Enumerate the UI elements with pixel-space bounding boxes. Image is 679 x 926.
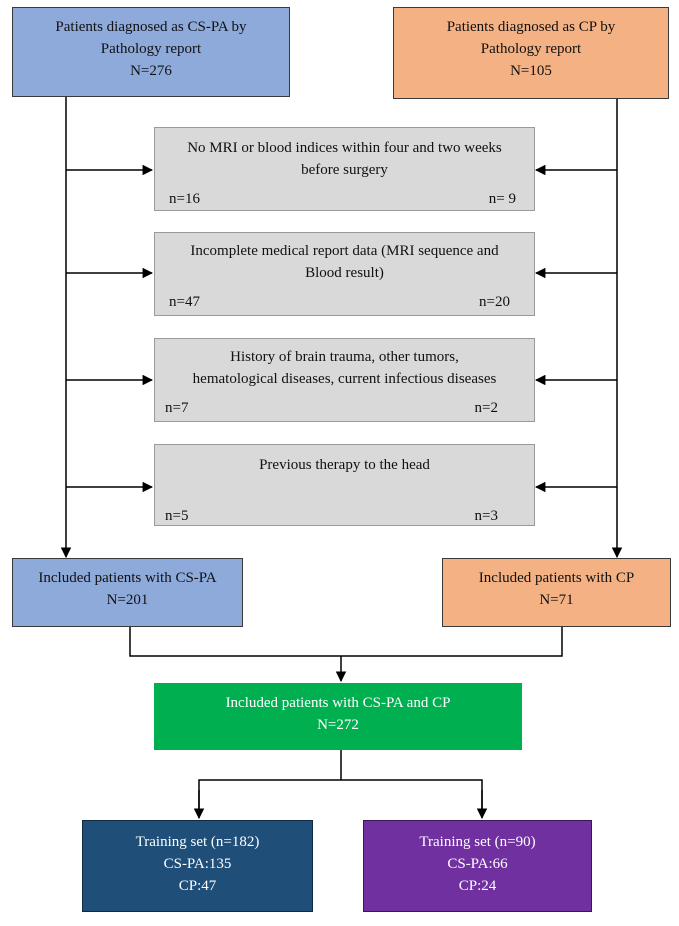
merge-line <box>129 627 563 657</box>
split-line <box>198 779 483 815</box>
exclusion-4-line1: Previous therapy to the head <box>259 457 430 473</box>
source-csp-count: N=276 <box>130 63 172 79</box>
combined-box: Included patients with CS-PA and CP N=27… <box>154 683 522 750</box>
exclusion-box-2: Incomplete medical report data (MRI sequ… <box>154 232 535 316</box>
source-csp-line1: Patients diagnosed as CS-PA by <box>55 19 247 35</box>
set-left-box: Training set (n=182) CS-PA:135 CP:47 <box>82 820 313 912</box>
combined-count: N=272 <box>317 717 359 733</box>
exclusion-3-line1: History of brain trauma, other tumors, <box>230 349 459 365</box>
set-left-cspa: CS-PA:135 <box>163 856 232 872</box>
exclusion-3-line2: hematological diseases, current infectio… <box>192 371 497 387</box>
set-right-cp: CP:24 <box>458 878 497 894</box>
included-csp-label: Included patients with CS-PA <box>38 570 217 586</box>
included-cp-box: Included patients with CP N=71 <box>442 558 671 627</box>
included-cp-label: Included patients with CP <box>478 570 635 586</box>
exclusion-4-left-count: n=5 <box>165 508 189 524</box>
set-right-title: Training set (n=90) <box>419 834 536 850</box>
exclusion-1-left-count: n=16 <box>169 191 200 207</box>
included-cp-count: N=71 <box>539 592 574 608</box>
exclusion-3-left-count: n=7 <box>165 400 189 416</box>
exclusion-4-right-count: n=3 <box>474 508 498 524</box>
source-cp-line2: Pathology report <box>480 41 582 57</box>
exclusion-1-right-count: n= 9 <box>488 191 516 207</box>
source-cp-line1: Patients diagnosed as CP by <box>446 19 616 35</box>
exclusion-2-right-count: n=20 <box>479 294 510 310</box>
exclusion-box-1: No MRI or blood indices within four and … <box>154 127 535 211</box>
source-cp-box: Patients diagnosed as CP by Pathology re… <box>393 7 669 99</box>
source-csp-line2: Pathology report <box>100 41 202 57</box>
combined-label: Included patients with CS-PA and CP <box>225 695 451 711</box>
included-csp-count: N=201 <box>106 592 149 608</box>
exclusion-3-right-count: n=2 <box>474 400 498 416</box>
source-cp-count: N=105 <box>510 63 552 79</box>
exclusion-2-left-count: n=47 <box>169 294 200 310</box>
exclusion-1-line2: before surgery <box>301 162 388 178</box>
included-csp-box: Included patients with CS-PA N=201 <box>12 558 243 627</box>
exclusion-2-line2: Blood result) <box>305 265 384 281</box>
set-right-box: Training set (n=90) CS-PA:66 CP:24 <box>363 820 592 912</box>
set-right-cspa: CS-PA:66 <box>447 856 508 872</box>
exclusion-1-line1: No MRI or blood indices within four and … <box>187 140 502 156</box>
exclusion-2-line1: Incomplete medical report data (MRI sequ… <box>190 243 499 259</box>
exclusion-box-3: History of brain trauma, other tumors, h… <box>154 338 535 422</box>
source-csp-box: Patients diagnosed as CS-PA by Pathology… <box>12 7 290 97</box>
exclusion-box-4: Previous therapy to the head n=5 n=3 <box>154 444 535 526</box>
set-left-cp: CP:47 <box>178 878 217 894</box>
set-left-title: Training set (n=182) <box>135 834 260 850</box>
